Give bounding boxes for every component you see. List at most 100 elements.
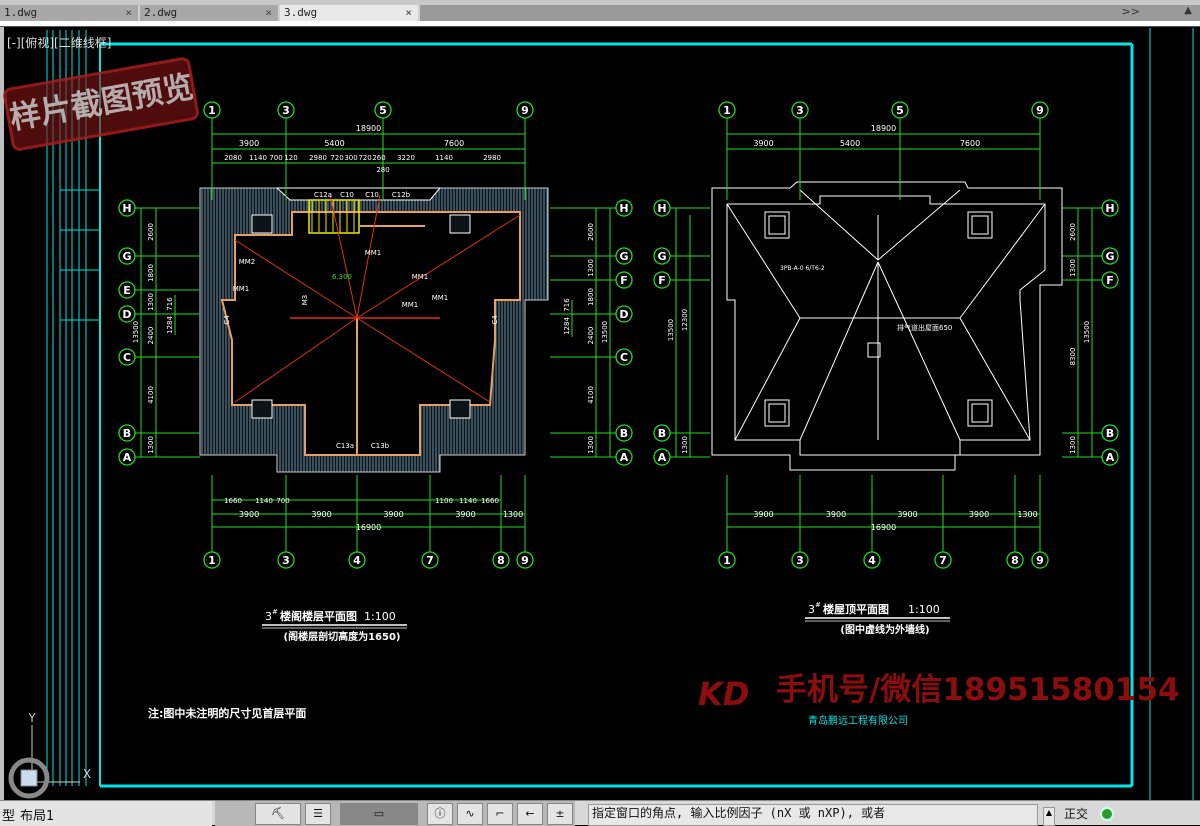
dim-text: 13500 [667, 319, 675, 341]
dim-text: 3900 [969, 510, 989, 519]
axis-label: G [657, 250, 666, 263]
axis-bubble [653, 247, 671, 265]
axis-bubble [277, 101, 295, 119]
hip-line [959, 317, 1031, 441]
ortho-status-icon [1100, 807, 1114, 821]
dim-text: 260 [372, 154, 385, 162]
drawing-scale: 1:100 [364, 610, 396, 623]
close-icon[interactable]: × [125, 6, 132, 19]
axis-label: 9 [521, 104, 529, 117]
dim-text: 1300 [1017, 510, 1037, 519]
tab-2-dwg[interactable]: 2.dwg× [140, 5, 280, 21]
close-icon[interactable]: × [265, 6, 272, 19]
dim-text: 3220 [397, 154, 415, 162]
list-icon[interactable]: ☰ [305, 803, 331, 825]
dim-text: 1284 [166, 316, 174, 334]
axis-bubble [1101, 424, 1119, 442]
axis-label: G [122, 250, 131, 263]
navigation-wheel-icon [8, 757, 50, 799]
axis-label: 4 [868, 554, 876, 567]
tab-1-dwg[interactable]: 1.dwg× [0, 5, 140, 21]
dim-text: 3900 [239, 139, 259, 148]
info-icon[interactable]: ⓘ [427, 803, 453, 825]
tab-model[interactable]: 型 [2, 809, 16, 824]
bracket-icon[interactable]: ⌐ [487, 803, 513, 825]
roof-line [234, 239, 358, 319]
dim-text: 4100 [147, 386, 155, 404]
axis-label: G [619, 250, 628, 263]
dim-text: 1284 [563, 317, 571, 335]
dim-text: 18900 [871, 124, 896, 133]
command-line[interactable]: 指定窗口的角点, 输入比例因子 (nX 或 nXP), 或者 [588, 804, 1038, 826]
title-superscript: # [815, 601, 821, 609]
plan-label: C4 [223, 315, 231, 325]
axis-label: 5 [379, 104, 387, 117]
dim-text: 3900 [239, 510, 259, 519]
tab-layout1[interactable]: 布局1 [20, 809, 55, 824]
axis-label: B [123, 427, 131, 440]
dim-text: 2980 [483, 154, 501, 162]
hip-line [799, 261, 879, 441]
title-number: 3 [265, 610, 272, 623]
roof-line [356, 194, 381, 319]
plan-label: C10 [365, 191, 379, 199]
dim-text: 3900 [311, 510, 331, 519]
axis-label: C [123, 351, 131, 364]
axis-bubble [203, 101, 221, 119]
axis-label: 9 [1036, 554, 1044, 567]
axis-label: E [123, 284, 131, 297]
roof-edge [275, 187, 442, 201]
dim-text: 16900 [356, 523, 381, 532]
dim-text: 3900 [753, 510, 773, 519]
dim-text: 2600 [587, 223, 595, 241]
wave-icon[interactable]: ∿ [457, 803, 483, 825]
dim-text: 7600 [960, 139, 980, 148]
dim-text: 1300 [681, 436, 689, 454]
company-name: 青岛鹏远工程有限公司 [808, 716, 908, 727]
axis-label: 8 [1011, 554, 1019, 567]
dim-text: 3900 [826, 510, 846, 519]
dim-text: 720 [330, 154, 343, 162]
viewport-icon[interactable]: ▭ [340, 803, 418, 825]
hip-line [877, 189, 961, 261]
viewport-controls-label[interactable]: [-][俯视][二维线框] [7, 36, 112, 50]
chimney [967, 211, 993, 239]
plan-label: C13a [336, 442, 354, 450]
dim-text: 1140 [459, 497, 477, 505]
ortho-toggle[interactable]: 正交 [1060, 804, 1125, 824]
close-icon[interactable]: × [405, 6, 412, 19]
axis-bubble [118, 424, 136, 442]
axis-bubble [118, 305, 136, 323]
plan-label: MM2 [239, 258, 256, 266]
collapse-button[interactable]: ▲ [1184, 5, 1192, 16]
command-scroll-up[interactable]: ▲ [1043, 807, 1055, 826]
dim-text: 2400 [147, 327, 155, 345]
dim-text: 716 [563, 298, 571, 312]
dim-text: 1300 [147, 436, 155, 454]
axis-label: D [619, 308, 628, 321]
axis-bubble [516, 551, 534, 569]
dim-text: 13500 [132, 321, 140, 343]
axis-label: 3 [796, 554, 804, 567]
axis-label: 9 [1036, 104, 1044, 117]
axis-label: 8 [497, 554, 505, 567]
axis-label: D [122, 308, 131, 321]
dim-text: 2080 [224, 154, 242, 162]
dim-text: 4100 [587, 386, 595, 404]
drawing-note: 注:图中未注明的尺寸见首层平面 [148, 706, 306, 720]
elevation-icon[interactable]: ± [547, 803, 573, 825]
arrow-icon[interactable]: ← [517, 803, 543, 825]
axis-label: 1 [723, 554, 731, 567]
drawing-scale: 1:100 [908, 603, 940, 616]
axis-label: A [620, 451, 629, 464]
ortho-label: 正交 [1064, 807, 1089, 821]
axis-bubble [1101, 247, 1119, 265]
axis-bubble [1101, 271, 1119, 289]
dim-text: 1300 [1069, 259, 1077, 277]
more-tabs-button[interactable]: >> [1121, 5, 1140, 18]
tab-3-dwg[interactable]: 3.dwg× [280, 5, 420, 21]
left-edge [0, 27, 4, 800]
drawing-subtitle: (图中虚线为外墙线) [840, 623, 929, 636]
pan-tool-icon[interactable]: ⛏ [255, 803, 301, 825]
